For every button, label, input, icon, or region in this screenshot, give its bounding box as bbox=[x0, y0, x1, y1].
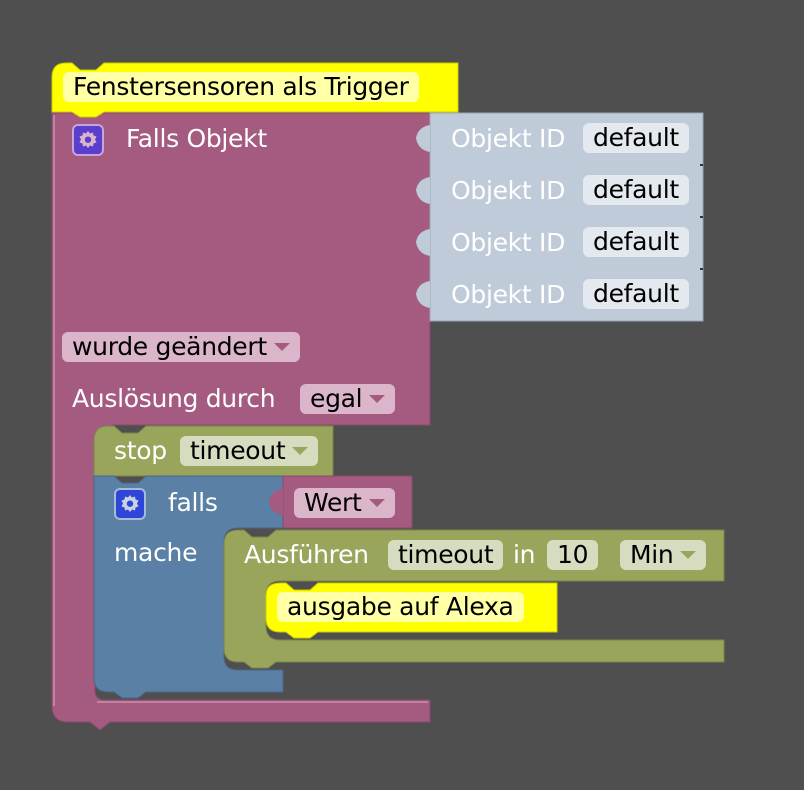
object-id-field[interactable]: default bbox=[583, 227, 689, 257]
if-block[interactable] bbox=[93, 475, 284, 699]
object-id-label: Objekt ID bbox=[451, 176, 566, 205]
timeout-name-field[interactable]: timeout bbox=[388, 540, 504, 570]
if-label: falls bbox=[168, 488, 218, 517]
condition-dropdown-value: wurde geändert bbox=[72, 332, 267, 361]
object-id-field[interactable]: default bbox=[583, 123, 689, 153]
object-id-block[interactable] bbox=[416, 112, 704, 322]
do-label: mache bbox=[114, 538, 198, 567]
object-id-label: Objekt ID bbox=[451, 228, 566, 257]
chevron-down-icon bbox=[292, 447, 309, 455]
timeout-block[interactable] bbox=[223, 529, 725, 669]
trigger-by-dropdown[interactable]: egal bbox=[300, 384, 396, 414]
trigger-by-dropdown-value: egal bbox=[310, 384, 363, 413]
condition-dropdown[interactable]: wurde geändert bbox=[62, 332, 300, 362]
unit-dropdown[interactable]: Min bbox=[620, 540, 707, 570]
stop-dropdown-value: timeout bbox=[190, 436, 286, 465]
delay-field[interactable]: 10 bbox=[547, 540, 599, 570]
timeout-label: Ausführen bbox=[244, 540, 369, 569]
wert-dropdown[interactable]: Wert bbox=[294, 488, 395, 518]
comment-text-inner[interactable]: ausgabe auf Alexa bbox=[277, 592, 524, 622]
object-id-label: Objekt ID bbox=[451, 280, 566, 309]
trigger-by-label: Auslösung durch bbox=[72, 384, 276, 413]
wert-dropdown-value: Wert bbox=[304, 488, 362, 517]
chevron-down-icon bbox=[368, 499, 385, 507]
stop-dropdown[interactable]: timeout bbox=[180, 436, 319, 466]
chevron-down-icon bbox=[369, 395, 386, 403]
trigger-label: Falls Objekt bbox=[126, 124, 267, 153]
comment-text-top[interactable]: Fenstersensoren als Trigger bbox=[63, 72, 419, 102]
stop-label: stop bbox=[114, 436, 167, 465]
unit-dropdown-value: Min bbox=[630, 540, 674, 569]
chevron-down-icon bbox=[273, 343, 290, 351]
gear-icon[interactable] bbox=[114, 488, 146, 520]
in-label: in bbox=[513, 540, 536, 569]
chevron-down-icon bbox=[680, 551, 697, 559]
object-id-label: Objekt ID bbox=[451, 124, 566, 153]
gear-icon[interactable] bbox=[72, 124, 104, 156]
object-id-field[interactable]: default bbox=[583, 175, 689, 205]
object-id-field[interactable]: default bbox=[583, 279, 689, 309]
